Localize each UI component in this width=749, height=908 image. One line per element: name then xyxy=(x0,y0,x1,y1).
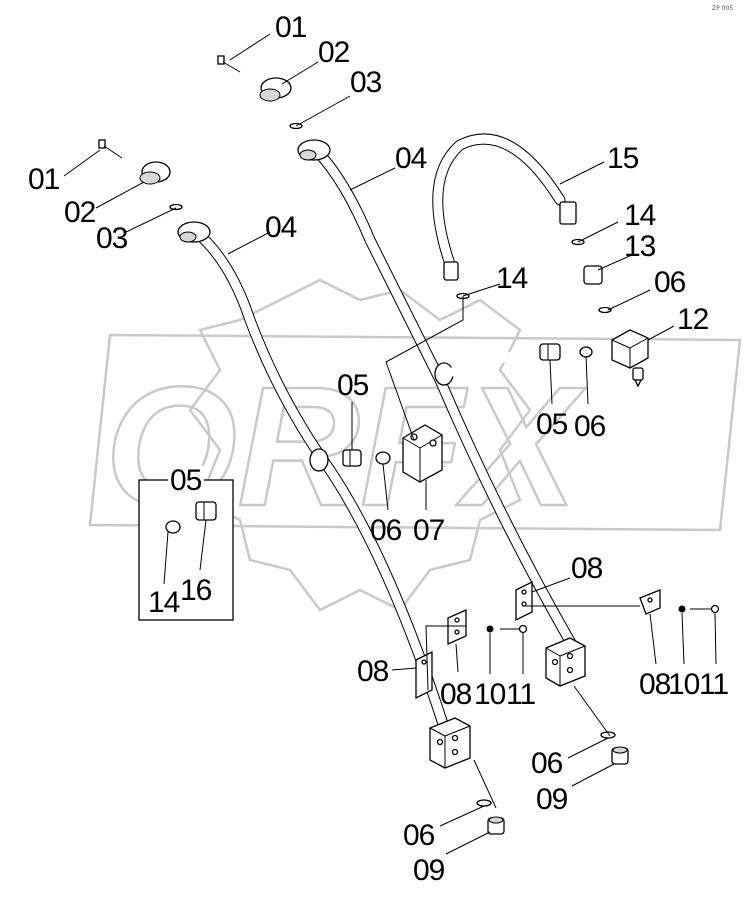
callout-09-lower-right: 09 xyxy=(536,783,568,816)
tee-fitting-left xyxy=(309,448,329,472)
callout-labels: 01 02 03 04 01 02 03 04 15 14 13 06 12 1… xyxy=(28,11,729,887)
block-07 xyxy=(402,424,443,483)
inset-oring xyxy=(165,520,181,534)
inset-detail: 05 xyxy=(138,464,234,621)
inset-label: 05 xyxy=(170,464,202,497)
callout-08-left: 08 xyxy=(357,655,389,688)
adapter-05-left xyxy=(342,449,362,467)
callout-15: 15 xyxy=(607,142,639,175)
callout-12: 12 xyxy=(677,303,709,336)
oring-06-right xyxy=(579,346,593,358)
callout-06-lower-right: 06 xyxy=(531,747,563,780)
callout-06-right: 06 xyxy=(574,410,606,443)
callout-07: 07 xyxy=(413,514,445,547)
right-assembly xyxy=(217,55,720,765)
callout-06-lower-left: 06 xyxy=(403,819,435,852)
valve-12 xyxy=(611,329,649,388)
flange-02-left xyxy=(139,161,171,185)
adapter-13 xyxy=(583,265,603,285)
tube-04-left xyxy=(177,221,451,736)
plug-09-right xyxy=(611,746,629,765)
callout-06-left: 06 xyxy=(370,514,402,547)
bolt-11-left xyxy=(500,624,528,634)
oring-06-left xyxy=(375,451,391,465)
callout-08-right-2: 08 xyxy=(639,668,671,701)
bracket-08-left xyxy=(415,650,433,700)
callout-05-right: 05 xyxy=(536,408,568,441)
callout-10-right: 10 xyxy=(668,668,700,701)
callout-01-right: 01 xyxy=(275,11,307,44)
washer-10-right xyxy=(678,605,686,613)
callout-04-right: 04 xyxy=(395,142,427,175)
callout-03-left: 03 xyxy=(96,222,128,255)
corner-mark: ZP 005 xyxy=(712,5,733,12)
left-assembly xyxy=(98,139,528,835)
plug-09-left xyxy=(487,816,505,835)
callout-14-branch: 14 xyxy=(496,262,528,295)
callout-16-inset: 16 xyxy=(180,574,212,607)
callout-02-left: 02 xyxy=(64,196,96,229)
bolt-01-right xyxy=(217,55,241,73)
callout-13: 13 xyxy=(624,230,656,263)
end-block-left xyxy=(429,717,471,769)
callout-01-left: 01 xyxy=(28,163,60,196)
watermark-gear xyxy=(188,278,532,612)
inset-adapter xyxy=(195,501,217,521)
tube-04-right xyxy=(297,139,581,656)
callout-14-hose: 14 xyxy=(624,199,656,232)
bolt-01-left xyxy=(98,139,123,159)
callout-11-right: 11 xyxy=(699,668,728,701)
washer-10-left xyxy=(486,625,494,633)
oring-03-left xyxy=(169,203,183,211)
callout-08-right: 08 xyxy=(571,552,603,585)
callout-04-left: 04 xyxy=(265,211,297,244)
callout-08-left-2: 08 xyxy=(440,678,472,711)
leader-lines xyxy=(63,33,717,855)
hose-15 xyxy=(432,133,577,281)
callout-11-left: 11 xyxy=(506,678,535,711)
adapter-05-right xyxy=(539,343,561,361)
callout-05-left: 05 xyxy=(337,369,369,402)
oring-06-valve xyxy=(598,306,612,314)
callout-14-inset: 14 xyxy=(148,586,180,619)
callout-02-right: 02 xyxy=(318,36,350,69)
bolt-11-right xyxy=(690,604,720,614)
callout-10-left: 10 xyxy=(474,678,506,711)
bracket-08-right xyxy=(515,580,533,622)
bracket-08-right-detail xyxy=(639,589,661,615)
callout-06-valve: 06 xyxy=(654,266,686,299)
watermark-banner xyxy=(88,333,742,532)
callout-03-right: 03 xyxy=(350,66,382,99)
callout-09-lower-left: 09 xyxy=(413,854,445,887)
end-block-right xyxy=(545,637,586,687)
bracket-08-left-detail xyxy=(447,608,467,646)
oring-06-lower-left xyxy=(476,799,492,807)
